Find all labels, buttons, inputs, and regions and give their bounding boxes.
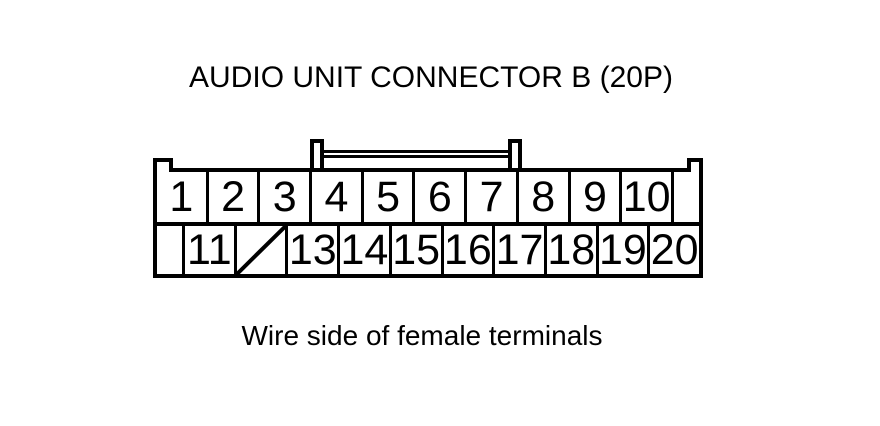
pin-cell-6: 6	[416, 172, 468, 222]
corner-tab-left	[153, 158, 173, 172]
pin-cell-1: 1	[157, 172, 209, 222]
pin-cell-19: 19	[595, 226, 648, 274]
corner-tab-right	[687, 158, 703, 172]
end-cavity-bottom-left	[157, 226, 182, 274]
diagram-title: AUDIO UNIT CONNECTOR B (20P)	[189, 61, 673, 94]
pin-cell-14: 14	[337, 226, 389, 274]
pin-cell-11: 11	[182, 226, 234, 274]
pin-cell-16: 16	[440, 226, 493, 274]
diagram-caption: Wire side of female terminals	[241, 320, 603, 351]
pin-cell-3: 3	[260, 172, 313, 222]
row-divider	[157, 222, 699, 226]
latch-bar	[320, 150, 512, 158]
latch-post-right	[508, 139, 522, 168]
end-cavity-top-right	[674, 172, 699, 222]
no-pin-diagonal-icon	[236, 226, 286, 274]
pin-cell-18: 18	[543, 226, 596, 274]
pin-cell-5: 5	[364, 172, 416, 222]
pin-cell-10: 10	[622, 172, 674, 222]
blocked-pin-cell	[233, 226, 286, 274]
pin-cell-15: 15	[388, 226, 441, 274]
pin-cell-20: 20	[647, 226, 699, 274]
pin-cell-2: 2	[209, 172, 261, 222]
pin-cell-13: 13	[285, 226, 337, 274]
latch-post-left	[310, 139, 324, 168]
pin-cell-17: 17	[492, 226, 544, 274]
pin-cell-7: 7	[467, 172, 519, 222]
pin-cell-8: 8	[519, 172, 571, 222]
pin-cell-4: 4	[312, 172, 364, 222]
pin-cell-9: 9	[571, 172, 623, 222]
